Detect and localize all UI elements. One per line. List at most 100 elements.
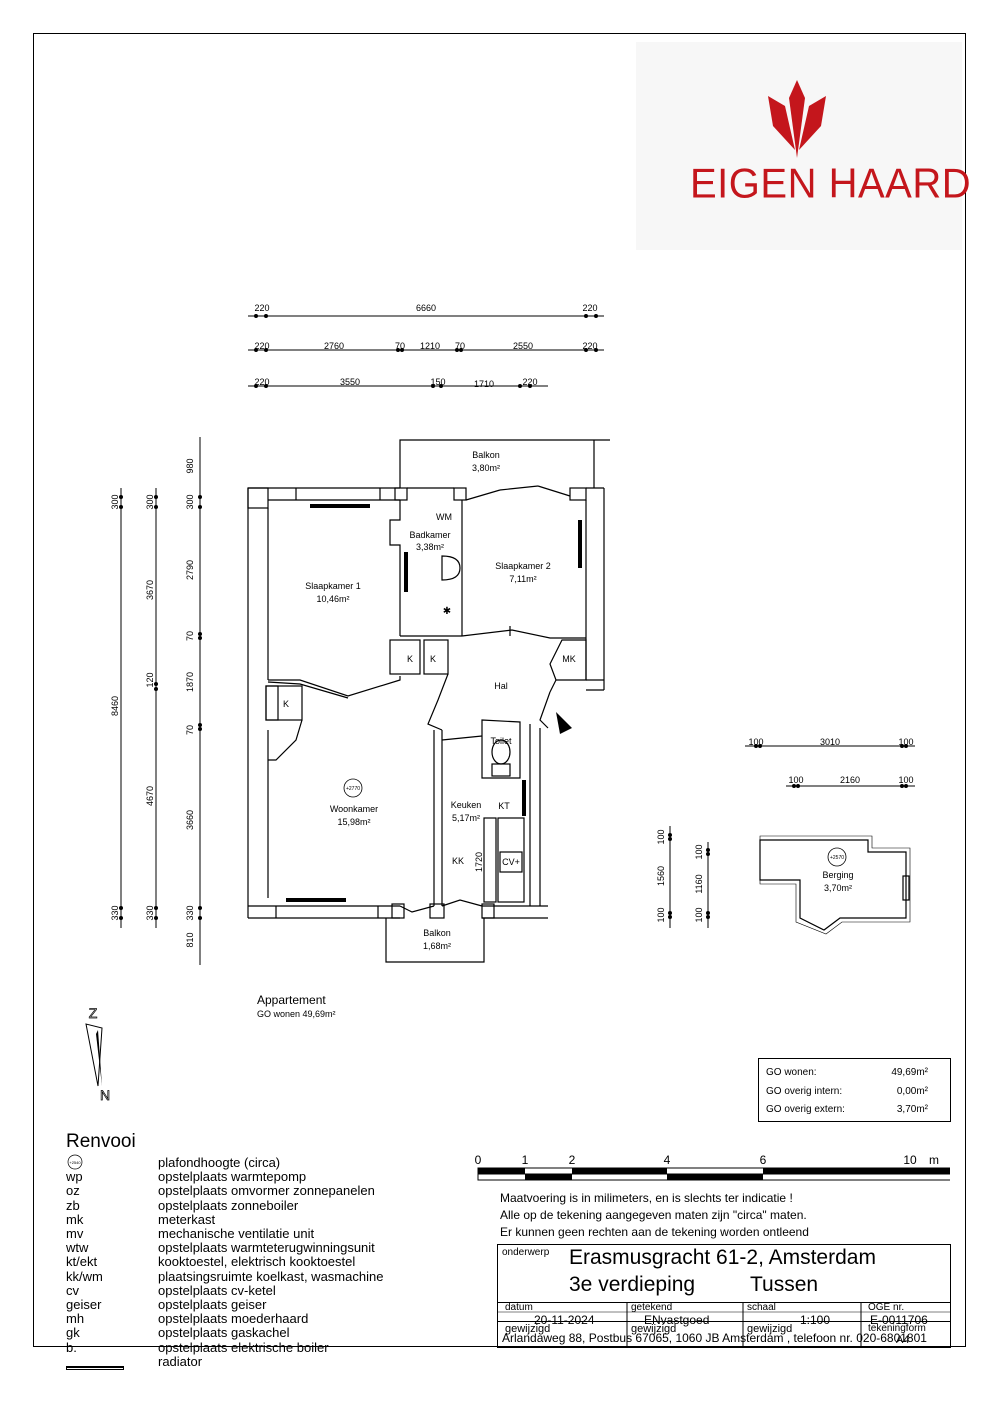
renvooi-desc: opstelplaats elektrische boiler bbox=[158, 1339, 329, 1355]
logo-background bbox=[636, 42, 962, 250]
note-line: Maatvoering is in milimeters, en is slec… bbox=[500, 1191, 793, 1205]
svg-text:0: 0 bbox=[475, 1153, 482, 1167]
renvooi-desc: meterkast bbox=[158, 1211, 216, 1227]
dim-text: 3550 bbox=[340, 377, 360, 387]
svg-text:1: 1 bbox=[522, 1153, 529, 1167]
renvooi-code: gk bbox=[66, 1325, 80, 1341]
logo-text: EIGEN HAARD bbox=[690, 160, 972, 208]
room-area-slaapkamer2: 7,11m² bbox=[509, 574, 536, 584]
dim-text: 120 bbox=[145, 672, 155, 687]
room-label-balkon-top: Balkon bbox=[472, 450, 500, 460]
ceiling-height-woonkamer: +2770 bbox=[346, 786, 360, 792]
svg-text:2: 2 bbox=[569, 1153, 576, 1167]
room-area-slaapkamer1: 10,46m² bbox=[316, 594, 349, 604]
room-label-mk: MK bbox=[562, 654, 576, 664]
drawing-frame bbox=[33, 33, 966, 1347]
north-arrow-icon: Z N bbox=[85, 1005, 110, 1103]
datum-value: 20-11-2024 bbox=[534, 1313, 595, 1327]
room-area-woonkamer: 15,98m² bbox=[337, 817, 370, 827]
renvooi-code: kt/ekt bbox=[66, 1254, 98, 1270]
dim-text: 220 bbox=[522, 377, 537, 387]
floor-plan: ✱ 220 6660 220 220 2760 70 1210 70 2550 … bbox=[110, 303, 915, 965]
room-label-kk: KK bbox=[452, 856, 464, 866]
dim-text: 100 bbox=[898, 775, 913, 785]
dim-text: 1870 bbox=[185, 672, 195, 692]
room-area-berging: 3,70m² bbox=[824, 883, 852, 893]
room-label-keuken: Keuken bbox=[451, 800, 482, 810]
dim-text: 100 bbox=[656, 829, 666, 844]
go-row: GO overig intern:0,00m² bbox=[766, 1086, 928, 1097]
svg-text:m: m bbox=[929, 1153, 939, 1167]
dim-text: 220 bbox=[582, 303, 597, 313]
note-line: Alle op de tekening aangegeven maten zij… bbox=[500, 1208, 807, 1222]
renvooi-desc: opstelplaats gaskachel bbox=[158, 1325, 290, 1341]
dim-text: 330 bbox=[145, 905, 155, 920]
svg-text:✱: ✱ bbox=[443, 606, 451, 617]
room-label-badkamer: Badkamer bbox=[409, 530, 450, 540]
renvooi-code: oz bbox=[66, 1183, 80, 1199]
dim-text: 330 bbox=[110, 905, 120, 920]
dim-text: 1720 bbox=[474, 852, 484, 872]
svg-text:4: 4 bbox=[664, 1153, 671, 1167]
onderwerp-label: onderwerp bbox=[502, 1247, 550, 1258]
dim-text: 3660 bbox=[185, 810, 195, 830]
dim-text: 220 bbox=[582, 341, 597, 351]
schaal-label: schaal bbox=[747, 1302, 776, 1313]
dim-text: 300 bbox=[145, 494, 155, 509]
room-label-slaapkamer2: Slaapkamer 2 bbox=[495, 561, 551, 571]
dim-text: 3010 bbox=[820, 737, 840, 747]
room-label-woonkamer: Woonkamer bbox=[330, 804, 378, 814]
room-area-badkamer: 3,38m² bbox=[416, 542, 444, 552]
svg-text:6: 6 bbox=[760, 1153, 767, 1167]
renvooi-code: kk/wm bbox=[66, 1268, 103, 1284]
title-floor: 3e verdieping bbox=[569, 1273, 696, 1296]
gewijzigd-label: gewijzigd bbox=[747, 1323, 793, 1335]
dim-text: 6660 bbox=[416, 303, 436, 313]
go-table: GO wonen:49,69m² GO overig intern:0,00m²… bbox=[758, 1058, 951, 1122]
getekend-value: ENvastgoed bbox=[644, 1313, 710, 1327]
renvooi-code: mk bbox=[66, 1211, 84, 1227]
dim-text: 220 bbox=[254, 377, 269, 387]
title-address: Erasmusgracht 61-2, Amsterdam bbox=[569, 1246, 876, 1269]
renvooi-desc: opstelplaats warmtepomp bbox=[158, 1169, 307, 1185]
north-arrow-z: Z bbox=[89, 1005, 98, 1021]
renvooi-desc: opstelplaats warmteterugwinningsunit bbox=[158, 1240, 375, 1256]
renvooi-code: wp bbox=[66, 1169, 83, 1185]
renvooi-desc: opstelplaats omvormer zonnepanelen bbox=[158, 1183, 375, 1199]
svg-text:10: 10 bbox=[903, 1153, 917, 1167]
room-area-keuken: 5,17m² bbox=[452, 813, 480, 823]
dim-text: 1160 bbox=[694, 874, 704, 893]
dim-text: 8460 bbox=[110, 696, 120, 716]
dim-text: 3670 bbox=[145, 580, 155, 600]
room-label-cv: CV+ bbox=[502, 857, 520, 867]
room-label-balkon-bottom: Balkon bbox=[423, 928, 451, 938]
note-line: Er kunnen geen rechten aan de tekening w… bbox=[500, 1225, 809, 1239]
renvooi-desc: opstelplaats cv-ketel bbox=[158, 1282, 276, 1298]
dim-text: 220 bbox=[254, 341, 269, 351]
room-label-toilet: Toilet bbox=[490, 736, 512, 746]
tekeningform-label: tekeningform bbox=[868, 1323, 926, 1334]
dim-text: 1560 bbox=[656, 866, 666, 886]
dim-text: 70 bbox=[395, 341, 405, 351]
datum-label: datum bbox=[505, 1302, 533, 1313]
renvooi-desc: kooktoestel, elektrisch kooktoestel bbox=[158, 1254, 356, 1270]
dim-text: 2160 bbox=[840, 775, 860, 785]
room-label-slaapkamer1: Slaapkamer 1 bbox=[305, 581, 361, 591]
room-label-berging: Berging bbox=[822, 870, 853, 880]
title-position: Tussen bbox=[750, 1273, 819, 1296]
dim-text: 1210 bbox=[420, 341, 440, 351]
go-row: GO wonen:49,69m² bbox=[766, 1067, 928, 1078]
dim-text: 300 bbox=[185, 494, 195, 509]
dim-text: 100 bbox=[898, 737, 913, 747]
tekeningform-value: A4 bbox=[896, 1334, 910, 1346]
title-block-extension bbox=[497, 1302, 951, 1348]
dim-text: 1710 bbox=[474, 379, 494, 389]
room-label-k: K bbox=[407, 654, 413, 664]
room-label-k: K bbox=[430, 654, 436, 664]
dim-text: 2790 bbox=[185, 560, 195, 580]
renvooi-code: geiser bbox=[66, 1297, 102, 1312]
dim-text: 70 bbox=[185, 725, 195, 735]
dim-text: 300 bbox=[110, 494, 120, 509]
renvooi-code: mh bbox=[66, 1311, 85, 1327]
appartement-go: GO wonen 49,69m² bbox=[257, 1009, 336, 1019]
